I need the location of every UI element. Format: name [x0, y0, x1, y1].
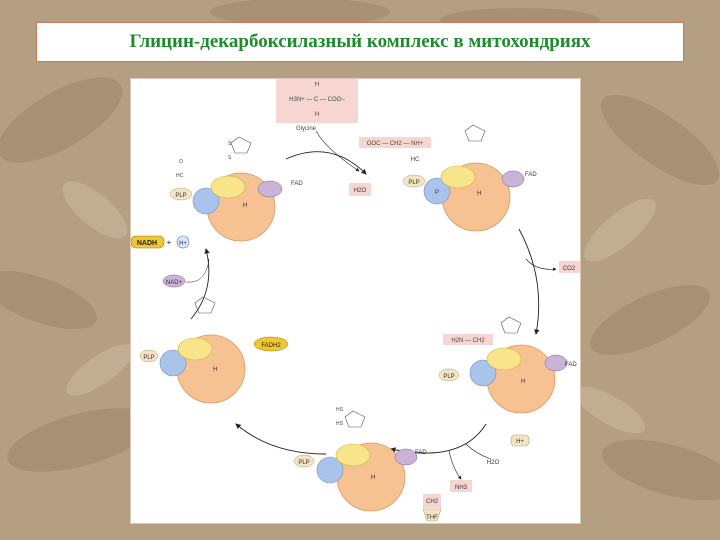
protein-l-lobe-2 [501, 170, 525, 188]
h-label-4: H [371, 475, 375, 481]
h2n-ch2-label: H2N — CH2 [451, 338, 485, 344]
protein-h-lobe-2 [440, 165, 476, 189]
hplus-circle [176, 235, 190, 249]
arrow-left [190, 248, 210, 320]
protein-l-lobe-3 [544, 354, 568, 372]
fad-label-2: FAD [525, 172, 537, 178]
arrow-nad [185, 258, 210, 283]
nh3-label: NH3 [455, 485, 468, 491]
nad-bubble [162, 274, 186, 288]
nad-label: NAD+ [166, 280, 183, 286]
protein-p-sphere-2 [423, 177, 451, 205]
plp-label-3: PLP [443, 374, 454, 380]
arrow-top [285, 151, 367, 175]
complex-right-middle: FAD H PLP [438, 316, 577, 414]
protein-h-lobe-5 [177, 337, 213, 361]
nadh-label: NADH [137, 240, 157, 247]
nh3-box [450, 480, 472, 492]
ch2-thf-box [423, 494, 441, 508]
title-box: Глицин-декарбоксилазный комплекс в митох… [36, 22, 684, 62]
protein-h-lobe-4 [335, 443, 371, 467]
protein-p-sphere-3 [469, 359, 497, 387]
complex-top-left: FAD H PLP S S O HC [169, 136, 303, 242]
fadh2-label: FADH2 [261, 343, 281, 349]
protein-l-lobe-4 [394, 448, 418, 466]
h-label-1: H [243, 203, 247, 209]
diagram-panel: H H3N+ — C — COO− H Glycine OOC — CH2 — … [130, 78, 581, 524]
hplus-bubble [510, 434, 530, 447]
page-title: Глицин-декарбоксилазный комплекс в митох… [129, 31, 591, 52]
plp-label-5: PLP [143, 355, 154, 361]
fad-label-3: FAD [565, 362, 577, 368]
co2-label: CO2 [563, 266, 576, 272]
protein-p-sphere-5 [159, 349, 187, 377]
h2o-label: H2O [354, 188, 367, 194]
h-label-5: H [213, 367, 217, 373]
plp-label-1: PLP [175, 193, 186, 199]
fad-label-4: FAD [415, 450, 427, 456]
glycine-name: Glycine [296, 126, 317, 132]
arrow-glycine-in [315, 130, 360, 172]
s-label-1a: S [228, 141, 232, 147]
arrow-h2o [465, 443, 492, 460]
hs-label-4a: HS [336, 407, 344, 413]
intermediate-hc: HC [411, 157, 420, 163]
protein-p-sphere-4 [316, 456, 344, 484]
co2-box [559, 261, 580, 273]
plp-bubble-3 [438, 368, 460, 382]
glycine-h-top: H [315, 82, 319, 88]
complex-left-middle: FADH2 H PLP [139, 296, 289, 404]
h-label-3: H [521, 379, 525, 385]
plp-bubble-5 [139, 349, 159, 363]
glycine-formula: H3N+ — C — COO− [289, 97, 345, 103]
plp-label-4: PLP [298, 460, 309, 466]
plus-sign: + [167, 238, 172, 247]
plp-bubble-1 [169, 187, 193, 201]
lipoyl-ring-1 [230, 136, 252, 154]
intermediate-formula: OOC — CH2 — NH+ [367, 141, 424, 147]
nadh-bubble [130, 235, 165, 249]
glycine-box [276, 79, 358, 123]
h-label-2: H [477, 191, 481, 197]
arrow-right [518, 228, 540, 335]
protein-h-lobe-3 [486, 347, 522, 371]
s-label-1b: S [228, 155, 232, 161]
hs-label-4b: HS [336, 421, 344, 427]
thf-label: THF [426, 515, 438, 521]
plp-bubble-4 [293, 454, 315, 468]
intermediate-box [359, 137, 431, 148]
h2n-ch2-box [443, 334, 493, 345]
complex-bottom-middle: FAD H PLP HS HS [293, 407, 427, 512]
protein-h-lobe [210, 175, 246, 199]
lipoyl-ring-4 [344, 410, 366, 428]
h2o-box [349, 183, 371, 196]
arrow-bottom-left [235, 423, 327, 455]
fadh2-bubble [253, 336, 289, 352]
h2o-bottom-label: H2O [487, 460, 500, 466]
lipoyl-ring-3 [500, 316, 522, 334]
protein-l-lobe [257, 180, 283, 198]
gdc-cycle-diagram: H H3N+ — C — COO− H Glycine OOC — CH2 — … [130, 79, 580, 522]
plp-label-2: PLP [408, 180, 419, 186]
thf-shape [422, 508, 442, 522]
lipoyl-ring-2 [464, 124, 486, 142]
arrow-nh3 [448, 450, 462, 480]
lipoyl-ring-5 [194, 296, 216, 314]
p-label-2: P [435, 190, 439, 196]
fad-label-1: FAD [291, 181, 303, 187]
hplus-label: H+ [516, 439, 524, 445]
plp-bubble-2 [402, 174, 426, 188]
hc-label-1: HC [176, 173, 184, 179]
hplus-circle-label: H+ [179, 241, 187, 247]
o-label-1: O [179, 159, 183, 165]
complex-top-right: FAD H P PLP [402, 124, 537, 232]
glycine-h-bottom: H [315, 112, 319, 118]
ch2-thf-label: CH2 [426, 499, 439, 505]
protein-p-sphere [192, 187, 220, 215]
arrow-co2-out [525, 258, 557, 272]
